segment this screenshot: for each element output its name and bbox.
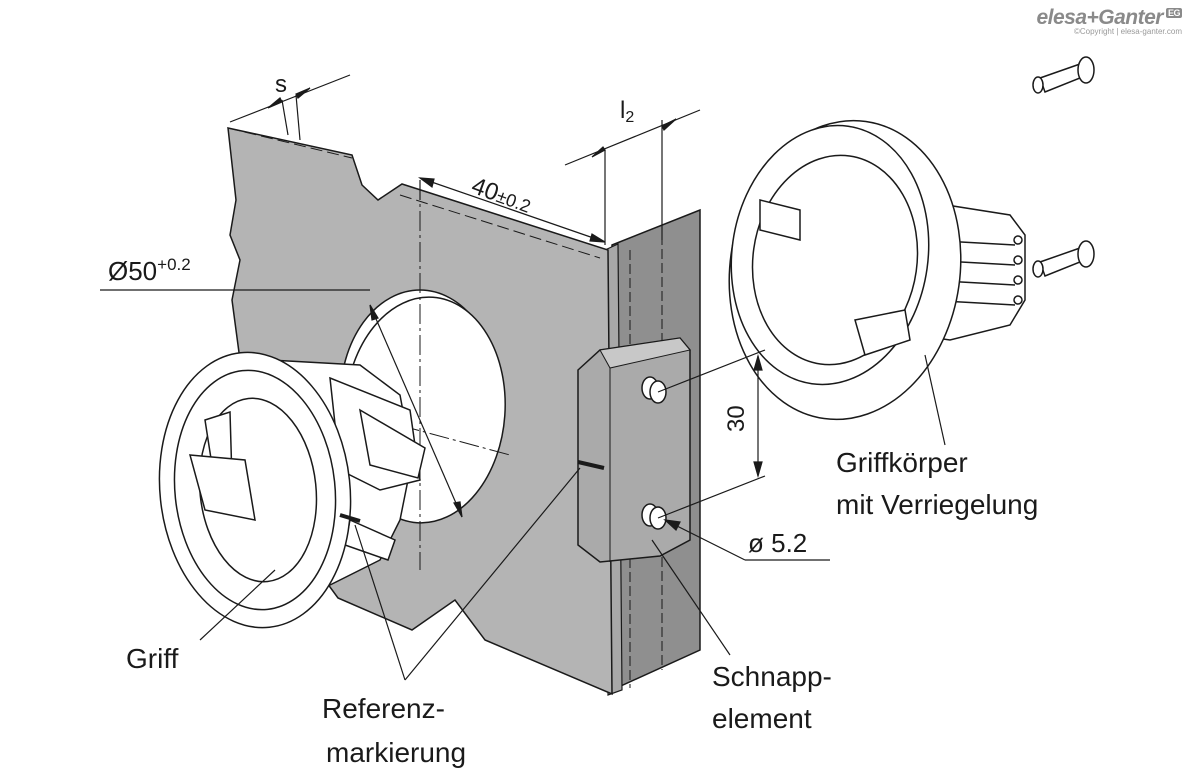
label-referenzmarkierung-2: markierung [326,737,466,768]
handle-body-griffkoerper [728,119,1026,421]
brand-badge: EG [1165,8,1182,18]
dim-spacing-30: 30 [723,405,750,432]
snap-element [577,337,691,563]
dim-diameter-50: Ø50+0.2 [108,255,191,286]
label-griffkoerper-1: Griffkörper [836,447,968,478]
label-griff: Griff [126,643,179,674]
label-referenzmarkierung-1: Referenz- [322,693,445,724]
handle-griff [158,351,426,629]
screw-bottom [1032,240,1095,278]
leader-lines [199,354,946,681]
screw-hole-top [641,376,667,404]
dim-hole-diameter: ø 5.2 [748,528,807,558]
label-schnappelement-2: element [712,703,812,734]
label-schnappelement-1: Schnapp- [712,661,832,692]
brand-name: elesa+Ganter [1036,6,1163,29]
screw-top [1032,56,1095,94]
dimension-lines [100,74,830,561]
dim-s: s [275,71,287,98]
brand-copyright: ©Copyright | elesa-ganter.com [1073,27,1182,36]
label-griffkoerper-2: mit Verriegelung [836,489,1038,520]
dim-l2: l2 [620,97,634,126]
